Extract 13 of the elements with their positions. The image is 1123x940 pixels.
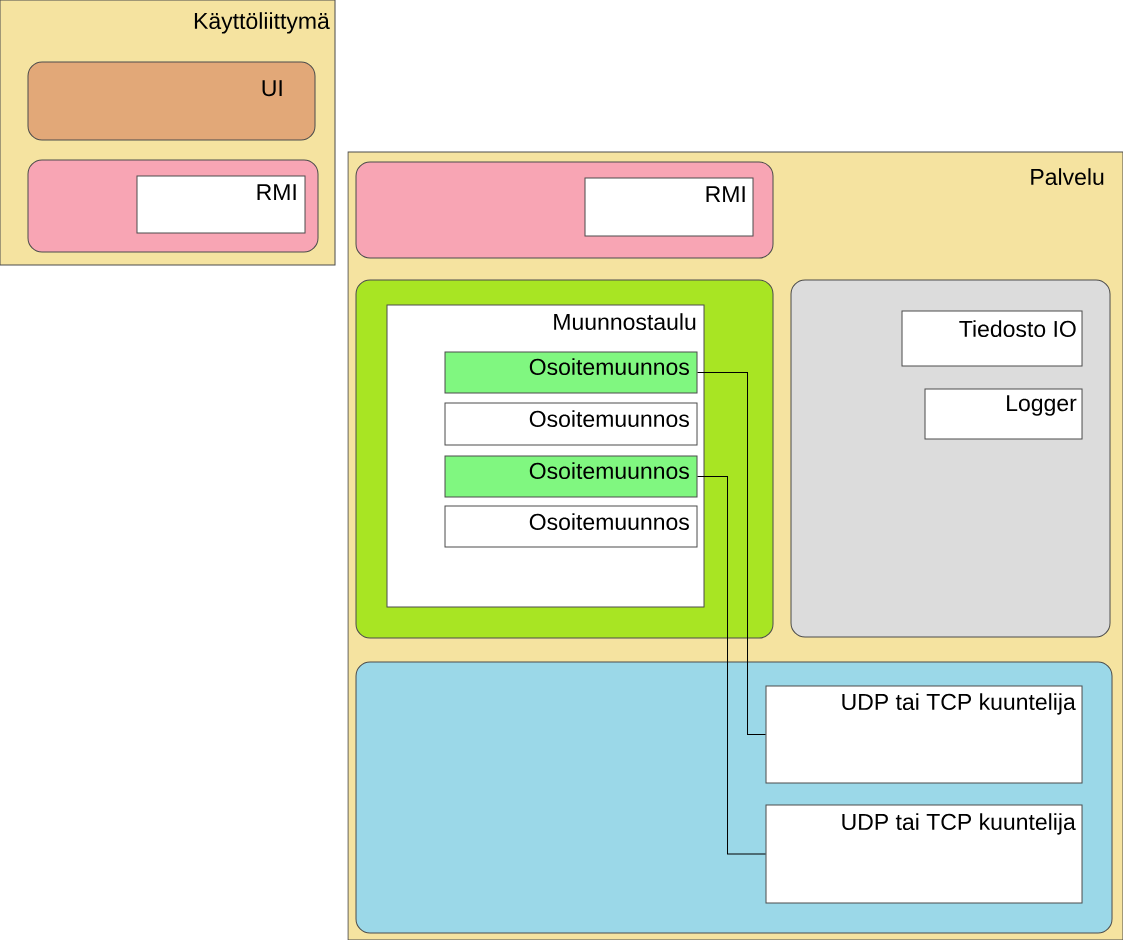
module-box: UDP tai TCP kuuntelija	[765, 685, 1083, 784]
module-box: Osoitemuunnos	[444, 505, 698, 548]
module-box: Logger	[924, 388, 1083, 440]
module-box: Osoitemuunnos	[444, 455, 698, 498]
module-box: Osoitemuunnos	[444, 402, 698, 446]
module-box: RMI	[584, 177, 754, 237]
module-box: Osoitemuunnos	[444, 351, 698, 394]
module-box: UDP tai TCP kuuntelija	[765, 804, 1083, 904]
connector-line	[697, 372, 766, 735]
component-box: UI	[27, 61, 316, 141]
connector-line	[697, 476, 766, 855]
module-box: Tiedosto IO	[901, 310, 1083, 367]
module-box: RMI	[136, 175, 306, 234]
